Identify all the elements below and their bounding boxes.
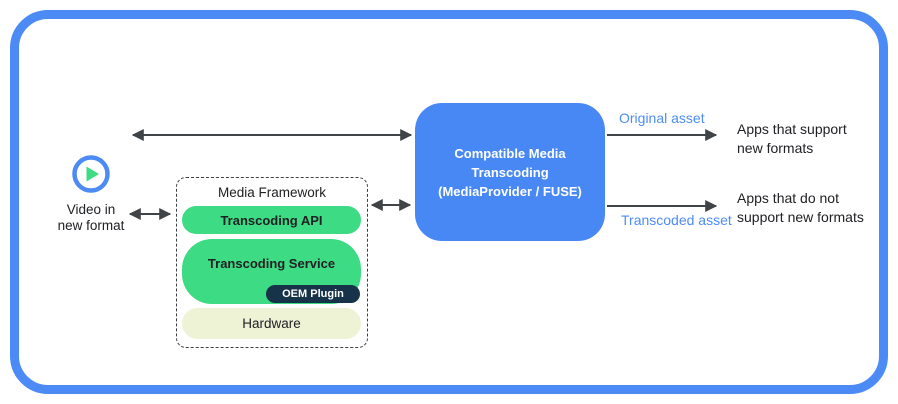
transcoded-asset-label: Transcoded asset xyxy=(621,212,732,228)
play-icon xyxy=(72,155,110,193)
apps-support-label: Apps that support new formats xyxy=(737,121,847,156)
media-framework-box: Media Framework Transcoding API Transcod… xyxy=(176,177,368,348)
apps-no-support-label: Apps that do not support new formats xyxy=(737,190,864,225)
transcoding-service-label: Transcoding Service xyxy=(207,256,336,271)
hardware-pill: Hardware xyxy=(182,308,361,339)
oem-plugin-pill: OEM Plugin xyxy=(266,285,360,303)
transcoding-service-pill: Transcoding Service OEM Plugin xyxy=(182,239,361,304)
compatible-media-transcoding-box: Compatible Media Transcoding (MediaProvi… xyxy=(415,103,605,241)
transcoder-title-line1: Compatible Media xyxy=(454,145,566,161)
transcoding-api-pill: Transcoding API xyxy=(182,206,361,234)
media-framework-title: Media Framework xyxy=(217,185,327,200)
video-input-label: Video in new format xyxy=(57,202,125,233)
transcoder-title-line2: Transcoding xyxy=(471,164,549,180)
transcoder-title-line3: (MediaProvider / FUSE) xyxy=(438,183,582,199)
original-asset-label: Original asset xyxy=(619,110,705,126)
